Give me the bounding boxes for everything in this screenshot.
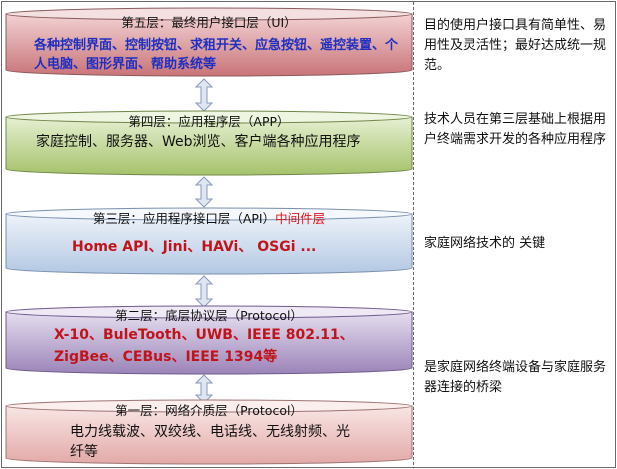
layer-2-title: 第二层：底层协议层（Protocol） — [115, 308, 303, 323]
layer-1-cylinder — [5, 399, 413, 465]
note-layer-3: 家庭网络技术的 关键 — [424, 236, 546, 251]
layer-2-protocol: 第二层：底层协议层（Protocol） X-10、BuleTooth、UWB、I… — [4, 304, 414, 376]
layer-2-cylinder — [5, 305, 413, 375]
layer-3-body: Home API、Jini、HAVi、 OSGi ... — [72, 239, 317, 255]
layer-5-cylinder — [5, 7, 413, 77]
layer-4-body: 家庭控制、服务器、Web浏览、客户端各种应用程序 — [36, 134, 361, 150]
middleware-tag: 中间件层 — [275, 211, 326, 226]
layer-5-body: 各种控制界面、控制按钮、求租开关、应急按钮、遥控装置、个人电脑、图形界面、帮助系… — [34, 38, 399, 72]
note-layer-4: 技术人员在第三层基础上根据用户终端需求开发的各种应用程序 — [424, 112, 607, 147]
layer-4-app: 第四层：应用程序层（APP） 家庭控制、服务器、Web浏览、客户端各种应用程序 — [4, 109, 414, 177]
layer-1-title: 第一层：网络介质层（Protocol） — [115, 403, 303, 418]
arrow-4-3 — [195, 176, 213, 208]
layer-1-media: 第一层：网络介质层（Protocol） 电力线载波、双绞线、电话线、无线射频、光… — [4, 398, 414, 466]
layer-1-body: 电力线载波、双绞线、电话线、无线射频、光纤等 — [70, 424, 350, 460]
layer-4-title: 第四层：应用程序层（APP） — [128, 114, 290, 129]
layer-2-body: X-10、BuleTooth、UWB、IEEE 802.11、ZigBee、CE… — [54, 327, 354, 365]
arrow-5-4 — [195, 78, 213, 112]
layer-3-api: 第三层：应用程序接口层（API）中间件层 Home API、Jini、HAVi、… — [4, 206, 414, 276]
note-layer-2: 是家庭网络终端设备与家庭服务器连接的桥梁 — [424, 360, 607, 395]
layer-3-cylinder — [5, 207, 413, 275]
layer-4-cylinder — [5, 110, 413, 176]
layer-3-title: 第三层：应用程序接口层（API）中间件层 — [92, 211, 326, 226]
layer-5-title: 第五层：最终用户接口层（UI） — [121, 15, 297, 30]
column-divider — [413, 2, 414, 465]
layer-5-ui: 第五层：最终用户接口层（UI） 各种控制界面、控制按钮、求租开关、应急按钮、遥控… — [4, 6, 414, 78]
note-layer-5: 目的使用户接口具有简单性、易用性及灵活性；最好达成统一规范。 — [424, 18, 607, 73]
